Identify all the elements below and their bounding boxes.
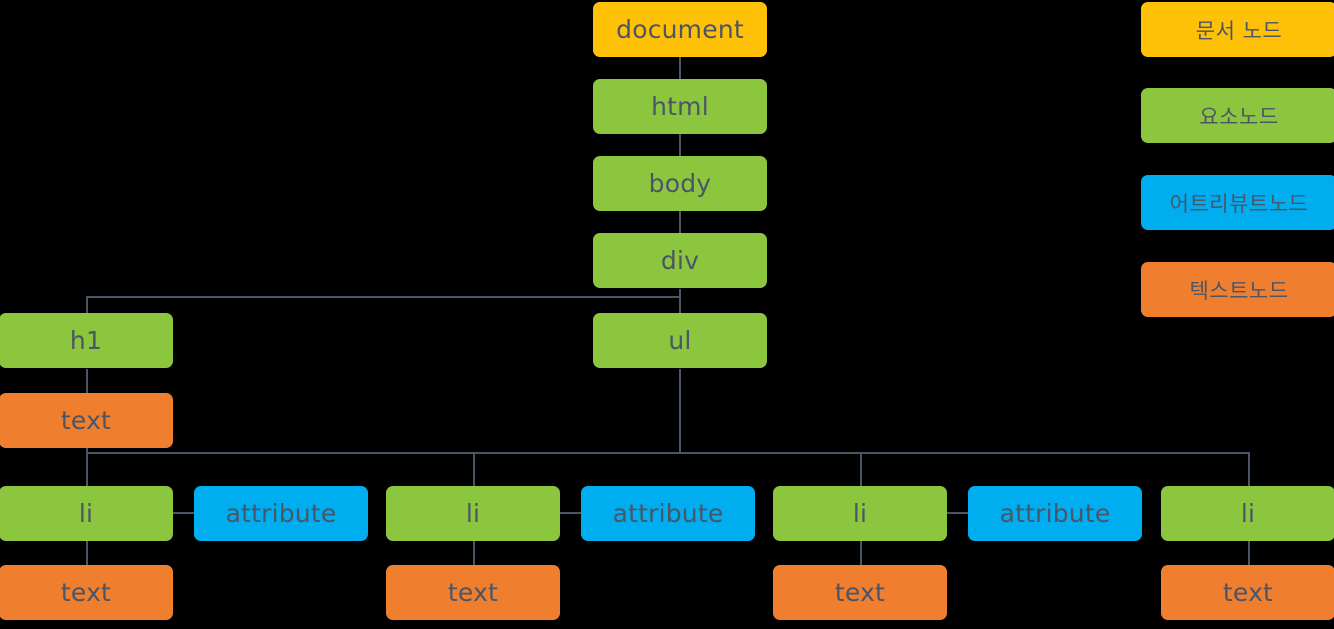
edge-body-div xyxy=(679,211,681,233)
node-li-3[interactable]: li xyxy=(773,486,947,541)
node-text-3[interactable]: text xyxy=(773,565,947,620)
node-li-4[interactable]: li xyxy=(1161,486,1334,541)
node-div[interactable]: div xyxy=(593,233,767,288)
node-body[interactable]: body xyxy=(593,156,767,211)
node-attribute-3[interactable]: attribute xyxy=(968,486,1142,541)
legend-item-document: 문서 노드 xyxy=(1141,2,1334,57)
edge-bus-to-li-3 xyxy=(860,452,862,488)
node-attribute-1[interactable]: attribute xyxy=(194,486,368,541)
edge-li-bus xyxy=(86,452,1250,454)
edge-h1-text xyxy=(86,369,88,394)
edge-bus-to-h1 xyxy=(86,296,88,313)
node-li-1[interactable]: li xyxy=(0,486,173,541)
node-h1[interactable]: h1 xyxy=(0,313,173,368)
edge-ul-down xyxy=(679,369,681,453)
node-text-4[interactable]: text xyxy=(1161,565,1334,620)
edge-bus-to-li-4 xyxy=(1248,452,1250,488)
edge-div-down xyxy=(679,289,681,313)
edge-li2-attribute2 xyxy=(559,512,583,514)
node-text-2[interactable]: text xyxy=(386,565,560,620)
edge-li3-attribute3 xyxy=(946,512,970,514)
edge-li3-text xyxy=(860,540,862,565)
node-attribute-2[interactable]: attribute xyxy=(581,486,755,541)
node-text-1[interactable]: text xyxy=(0,565,173,620)
node-html[interactable]: html xyxy=(593,79,767,134)
edge-h1text-down xyxy=(86,448,88,488)
edge-li1-text xyxy=(86,540,88,565)
edge-li1-attribute1 xyxy=(172,512,196,514)
node-li-2[interactable]: li xyxy=(386,486,560,541)
legend-item-element: 요소노드 xyxy=(1141,88,1334,143)
node-document[interactable]: document xyxy=(593,2,767,57)
legend-item-text: 텍스트노드 xyxy=(1141,262,1334,317)
legend-item-attribute: 어트리뷰트노드 xyxy=(1141,175,1334,230)
edge-li2-text xyxy=(473,540,475,565)
edge-div-bus xyxy=(86,296,681,298)
node-ul[interactable]: ul xyxy=(593,313,767,368)
edge-li4-text xyxy=(1248,540,1250,565)
edge-document-html xyxy=(679,57,681,79)
node-h1-text[interactable]: text xyxy=(0,393,173,448)
edge-bus-to-li-2 xyxy=(473,452,475,488)
edge-html-body xyxy=(679,134,681,156)
